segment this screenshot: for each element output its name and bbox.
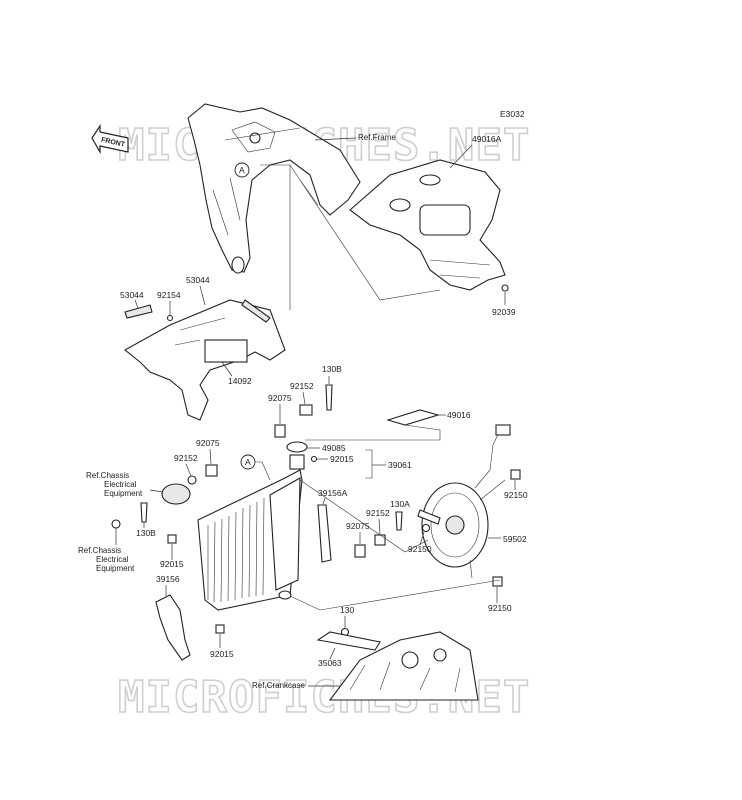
- part-59502: 59502: [503, 534, 527, 544]
- part-92150-mid: 92150: [408, 544, 432, 554]
- part-49016: 49016: [447, 410, 471, 420]
- part-92152-top: 92152: [290, 381, 314, 391]
- part-92039: 92039: [492, 307, 516, 317]
- part-92015-cap: 92015: [330, 454, 354, 464]
- part-92015-bot: 92015: [210, 649, 234, 659]
- part-35063: 35063: [318, 658, 342, 668]
- ref-chassis-top-2: Electrical: [104, 480, 137, 489]
- plate-49016: [386, 409, 440, 426]
- ref-chassis-top-3: Equipment: [104, 489, 143, 498]
- part-92154: 92154: [157, 290, 181, 300]
- part-39061: 39061: [388, 460, 412, 470]
- part-130B-left: 130B: [136, 528, 156, 538]
- cover-49016A: [349, 159, 506, 291]
- part-92075-left: 92075: [196, 438, 220, 448]
- part-92152-left: 92152: [174, 453, 198, 463]
- part-130A: 130A: [390, 499, 410, 509]
- frame-part: [187, 103, 361, 274]
- ref-chassis-top-1: Ref.Chassis: [86, 471, 129, 480]
- ref-crankcase-label: Ref.Crankcase: [252, 681, 305, 690]
- crankcase-part: [328, 631, 479, 701]
- part-14092: 14092: [228, 376, 252, 386]
- hose-39156A: [317, 504, 332, 563]
- part-92075-mid: 92075: [346, 521, 370, 531]
- ref-chassis-bottom-1: Ref.Chassis: [78, 546, 121, 555]
- radiator: [197, 469, 303, 611]
- part-92152-mid: 92152: [366, 508, 390, 518]
- part-130B-top: 130B: [322, 364, 342, 374]
- part-92150-top: 92150: [504, 490, 528, 500]
- ref-chassis-bottom-3: Equipment: [96, 564, 135, 573]
- part-39156A: 39156A: [318, 488, 348, 498]
- callout-A-mid: A: [245, 457, 251, 467]
- ref-frame-label: Ref.Frame: [358, 133, 396, 142]
- hose-39156: [155, 594, 191, 661]
- bracket-35063: [316, 631, 381, 651]
- part-130: 130: [340, 605, 354, 615]
- fan-59502: [417, 424, 511, 579]
- callout-A-top: A: [239, 165, 245, 175]
- part-39156: 39156: [156, 574, 180, 584]
- part-53044-left: 53044: [120, 290, 144, 300]
- part-92015-left: 92015: [160, 559, 184, 569]
- part-53044-right: 53044: [186, 275, 210, 285]
- front-arrow-icon: FRONT: [91, 124, 129, 155]
- diagram-code: E3032: [500, 109, 525, 119]
- part-92075-top: 92075: [268, 393, 292, 403]
- ref-chassis-bottom-2: Electrical: [96, 555, 129, 564]
- part-92150-bot: 92150: [488, 603, 512, 613]
- bracket-14092: [124, 299, 286, 421]
- part-49085: 49085: [322, 443, 346, 453]
- part-49016A: 49016A: [472, 134, 502, 144]
